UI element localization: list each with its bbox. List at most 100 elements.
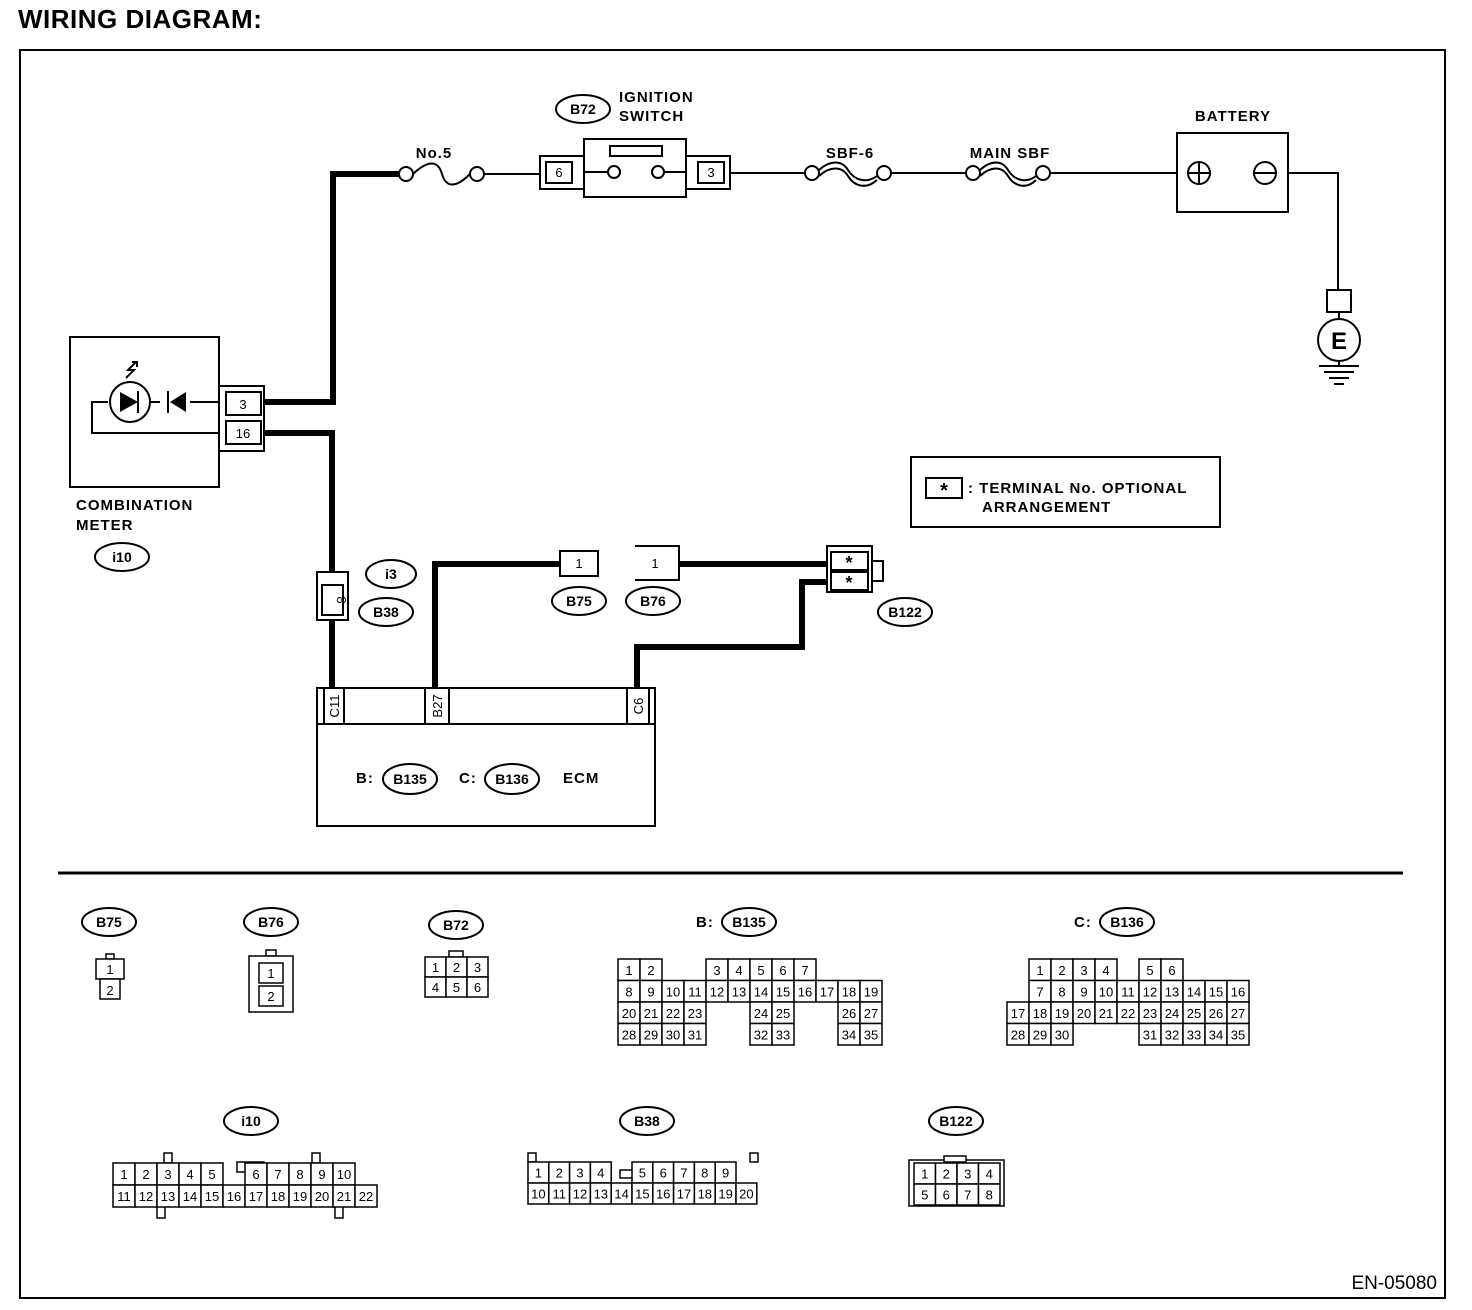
connector-pin-number: 5 bbox=[639, 1166, 646, 1181]
connector-pin-number: 12 bbox=[1143, 984, 1157, 999]
connector-pin-number: 18 bbox=[1033, 1006, 1047, 1021]
switch-pin-6: 6 bbox=[555, 165, 562, 180]
combination-meter: 3 16 COMBINATION METER i10 bbox=[69, 336, 265, 572]
connector-pin-number: 20 bbox=[1077, 1006, 1091, 1021]
note-symbol: * bbox=[940, 480, 948, 502]
connector-pin-number: 34 bbox=[1209, 1027, 1223, 1042]
connector-pin-number: 7 bbox=[1036, 984, 1043, 999]
face-b76-pin: 1 bbox=[267, 966, 274, 981]
connector-pin-number: 11 bbox=[1121, 984, 1135, 999]
connector-pin-number: 14 bbox=[614, 1187, 628, 1202]
connector-pin-number: 21 bbox=[337, 1189, 351, 1204]
connector-pin-number: 7 bbox=[274, 1167, 281, 1182]
b122-pin-bottom: * bbox=[845, 573, 852, 593]
connector-pin-number: 10 bbox=[666, 984, 680, 999]
fuse-no5: No.5 bbox=[398, 145, 485, 186]
connector-pin-number: 15 bbox=[635, 1187, 649, 1202]
connector-pin-number: 18 bbox=[842, 984, 856, 999]
connector-pin-number: 17 bbox=[249, 1189, 263, 1204]
wire-meter-to-fuse bbox=[264, 171, 400, 405]
connector-pin-number: 6 bbox=[943, 1188, 950, 1203]
connector-pin-number: 32 bbox=[1165, 1027, 1179, 1042]
connector-pin-number: 15 bbox=[1209, 984, 1223, 999]
connector-pin-number: 3 bbox=[964, 1167, 971, 1182]
connector-pin-number: 4 bbox=[986, 1167, 993, 1182]
connector-pin-cell bbox=[977, 1183, 1001, 1206]
connector-pin-number: 12 bbox=[573, 1187, 587, 1202]
connector-pin-number: 8 bbox=[625, 984, 632, 999]
connector-pin-number: 21 bbox=[1099, 1006, 1113, 1021]
connector-pin-number: 11 bbox=[117, 1189, 131, 1204]
meter-label-line2: METER bbox=[76, 517, 134, 534]
connector-b122-diagram: * * B122 bbox=[826, 545, 933, 627]
ignition-switch: 6 3 B72 IGNITION SWITCH bbox=[539, 89, 731, 198]
connector-pin-number: 19 bbox=[1055, 1006, 1069, 1021]
sbf6-label: SBF-6 bbox=[826, 145, 874, 162]
ecm: C11 B27 C6 B: B135 C: B136 ECM bbox=[316, 687, 656, 827]
face-b122-id: B122 bbox=[939, 1113, 973, 1129]
connector-b75-b76: 1 B75 1 B76 bbox=[551, 545, 681, 616]
meter-pin-3: 3 bbox=[239, 397, 246, 412]
note-line1: : TERMINAL No. OPTIONAL bbox=[968, 480, 1187, 497]
connector-pin-number: 5 bbox=[208, 1167, 215, 1182]
connector-pin-number: 7 bbox=[964, 1188, 971, 1203]
b122-pin-top: * bbox=[845, 553, 852, 573]
connector-pin-number: 10 bbox=[337, 1167, 351, 1182]
battery: BATTERY bbox=[1176, 108, 1289, 213]
face-i10-id: i10 bbox=[241, 1113, 261, 1129]
ecm-c-prefix: C: bbox=[459, 770, 477, 787]
connector-pin-number: 1 bbox=[921, 1167, 928, 1182]
connector-pin-cell bbox=[735, 1182, 758, 1205]
connector-pin-number: 5 bbox=[921, 1188, 928, 1203]
connector-pin-number: 5 bbox=[453, 980, 460, 995]
connector-pin-number: 4 bbox=[735, 963, 742, 978]
connector-pin-number: 19 bbox=[864, 984, 878, 999]
main-sbf-label: MAIN SBF bbox=[970, 145, 1051, 162]
connector-pin-number: 13 bbox=[161, 1189, 175, 1204]
connector-pin-number: 10 bbox=[1099, 984, 1113, 999]
switch-pin-3: 3 bbox=[707, 165, 714, 180]
connector-pin-number: 31 bbox=[688, 1027, 702, 1042]
face-b135-prefix: B: bbox=[696, 914, 714, 931]
connector-pin-number: 3 bbox=[164, 1167, 171, 1182]
connector-pin-number: 4 bbox=[1102, 963, 1109, 978]
connector-pin-cell bbox=[1226, 1022, 1250, 1046]
connector-pin-number: 25 bbox=[776, 1006, 790, 1021]
connector-pin-number: 5 bbox=[1146, 963, 1153, 978]
connector-pin-number: 8 bbox=[1058, 984, 1065, 999]
connector-pin-number: 27 bbox=[864, 1006, 878, 1021]
wires bbox=[264, 171, 1339, 688]
connector-pin-number: 34 bbox=[842, 1027, 856, 1042]
connector-pin-number: 7 bbox=[801, 963, 808, 978]
face-b75-pin: 1 bbox=[106, 962, 113, 977]
page-title: WIRING DIAGRAM: bbox=[18, 4, 263, 34]
face-b76: B76 1 2 bbox=[243, 907, 299, 1013]
switch-label-line2: SWITCH bbox=[619, 108, 684, 125]
joint-pin-8: 8 bbox=[334, 596, 349, 603]
connector-pin-number: 1 bbox=[625, 963, 632, 978]
document-code: EN-05080 bbox=[1351, 1273, 1437, 1294]
connector-pin-number: 21 bbox=[644, 1006, 658, 1021]
diagram-frame bbox=[19, 49, 1446, 1299]
wire-meter-to-joint bbox=[264, 430, 335, 572]
connector-pin-number: 14 bbox=[754, 984, 768, 999]
connector-pin-number: 9 bbox=[647, 984, 654, 999]
connector-pin-number: 17 bbox=[1011, 1006, 1025, 1021]
connector-pin-number: 6 bbox=[252, 1167, 259, 1182]
connector-pin-number: 2 bbox=[943, 1167, 950, 1182]
connector-pin-number: 18 bbox=[698, 1187, 712, 1202]
led-icon bbox=[120, 392, 138, 412]
face-b76-pin: 2 bbox=[267, 989, 274, 1004]
ecm-b-prefix: B: bbox=[356, 770, 374, 787]
warning-lamp-icon bbox=[109, 381, 151, 423]
b75-pin: 1 bbox=[575, 556, 582, 571]
light-emission-icon bbox=[125, 361, 138, 379]
connector-pin-number: 14 bbox=[183, 1189, 197, 1204]
joint-connector-i3-b38: 8 i3 B38 bbox=[316, 559, 417, 627]
connector-pin-number: 27 bbox=[1231, 1006, 1245, 1021]
